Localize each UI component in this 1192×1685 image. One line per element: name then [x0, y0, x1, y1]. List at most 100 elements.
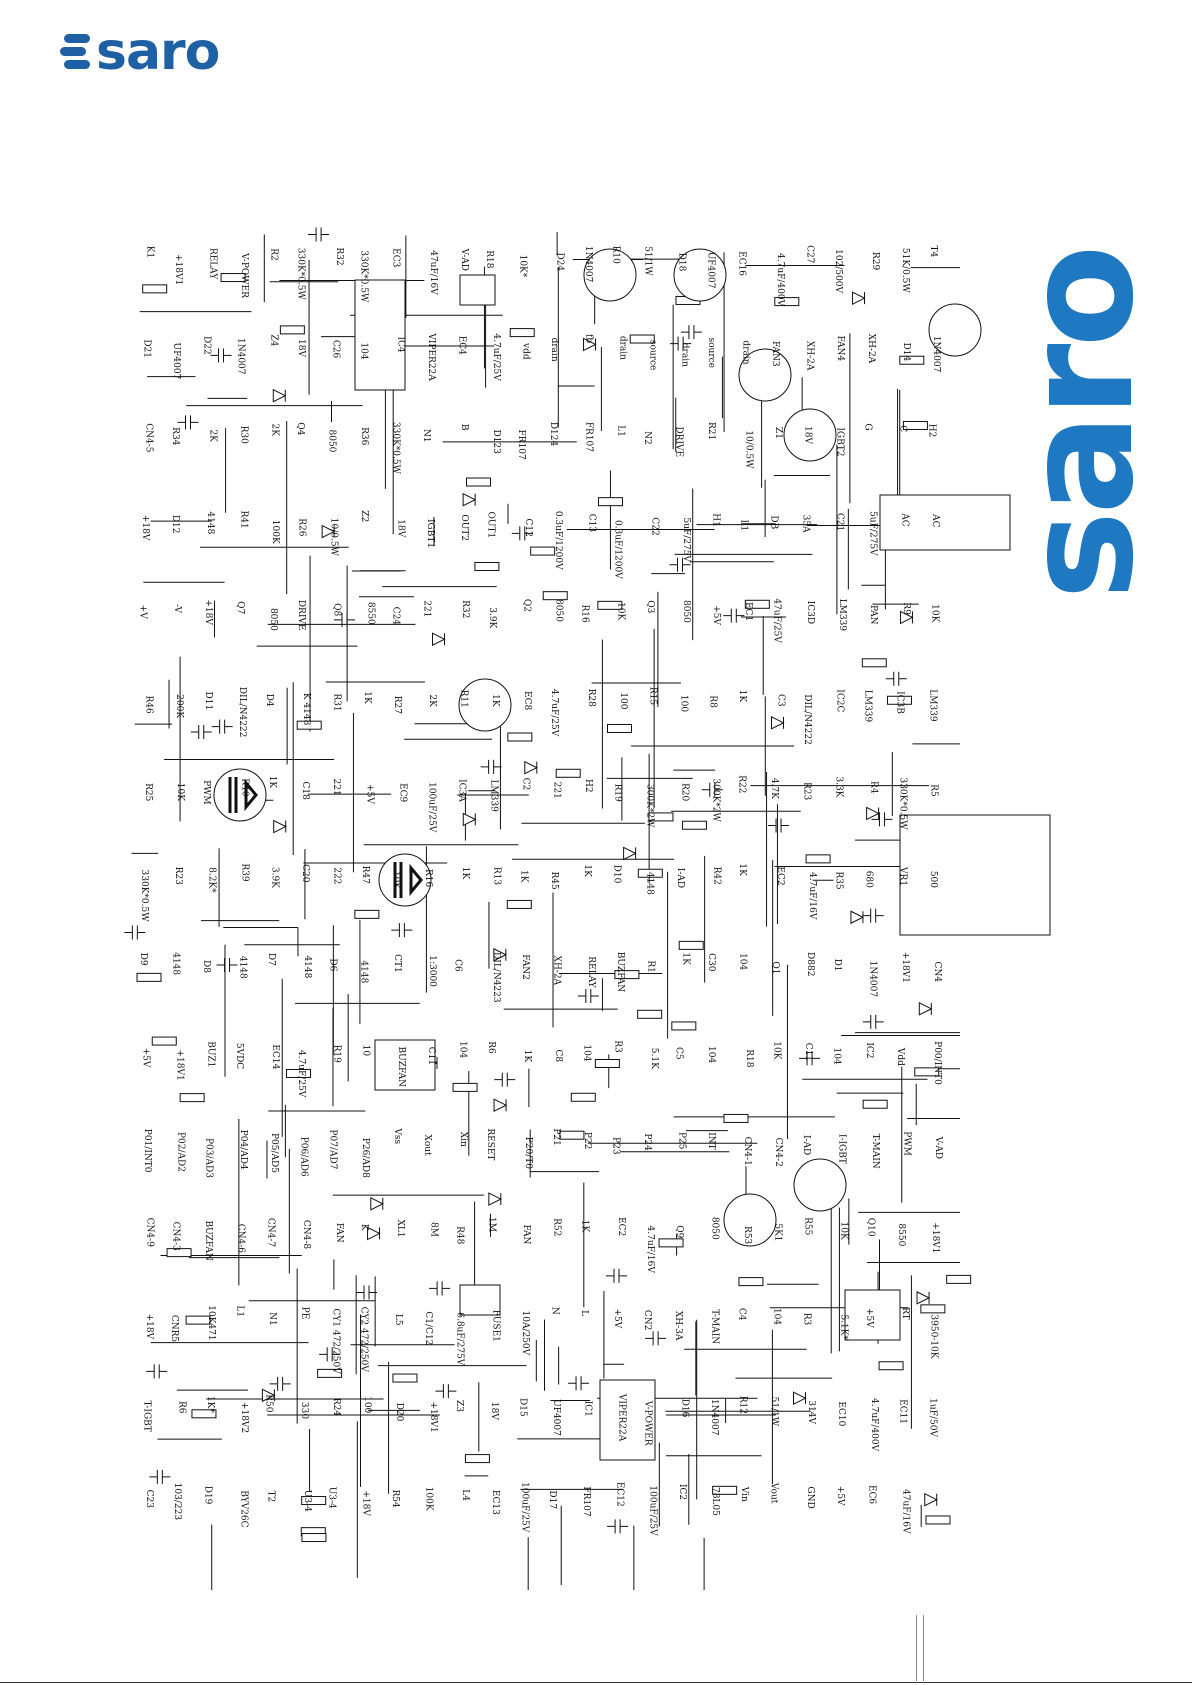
- diode-icon: [899, 610, 914, 625]
- schematic-label: RT: [900, 1307, 910, 1320]
- transistor-icon: [378, 853, 432, 907]
- diode-icon: [462, 492, 477, 507]
- capacitor-icon: [149, 1469, 171, 1484]
- capacitor-icon: [607, 1519, 629, 1534]
- schematic-label: 104: [831, 1048, 841, 1065]
- diode-icon: [493, 947, 507, 962]
- schematic-label: EC16: [736, 251, 746, 276]
- resistor-icon: [570, 1092, 596, 1102]
- schematic-label: DIL/N4222: [802, 694, 812, 745]
- schematic-label: CN2: [642, 1310, 652, 1331]
- transistor-icon: [458, 678, 512, 732]
- schematic-label: +5V: [711, 605, 721, 625]
- schematic-label: L: [579, 1310, 589, 1316]
- schematic-label: drain: [617, 336, 627, 360]
- resistor-icon: [925, 1515, 951, 1525]
- schematic-label: 330K*0.5W: [139, 870, 149, 923]
- schematic-label: CN4-3: [171, 1222, 181, 1252]
- schematic-label: C12: [523, 519, 533, 537]
- resistor-icon: [507, 732, 533, 742]
- schematic-label: P25: [676, 1132, 686, 1150]
- schematic-label: +18V1: [173, 254, 183, 285]
- schematic-label: R41: [238, 510, 248, 528]
- schematic-label: EC2: [775, 866, 785, 885]
- schematic-label: Q10: [865, 1218, 875, 1237]
- schematic-label: 8050: [681, 600, 691, 623]
- mcu-ic2: [899, 814, 1051, 936]
- diode-icon: [462, 812, 477, 827]
- schematic-label: EC4: [457, 336, 467, 355]
- schematic-label: +18V: [140, 515, 150, 541]
- schematic-label: P07/AD7: [328, 1129, 338, 1169]
- schematic-label: 100: [618, 692, 628, 709]
- schematic-label: RESET: [485, 1128, 495, 1160]
- resistor-icon: [629, 334, 655, 344]
- schematic-label: Q3: [645, 600, 655, 613]
- schematic-label: Vdd: [895, 1047, 905, 1066]
- schematic-label: R47: [360, 866, 370, 885]
- schematic-label: 1K: [737, 863, 747, 876]
- resistor-icon: [862, 1099, 888, 1109]
- transistor-icon: [793, 1158, 847, 1212]
- schematic-label: R31: [332, 693, 342, 711]
- schematic-label: U3-4: [302, 1490, 312, 1512]
- schematic-label: DIL/N4222: [237, 687, 247, 738]
- schematic-label: D11: [203, 692, 213, 711]
- capacitor-icon: [391, 923, 413, 938]
- schematic-label: 51/1W: [642, 246, 652, 276]
- schematic-label: FAN3: [770, 341, 780, 367]
- schematic-label: D16: [680, 1399, 690, 1418]
- schematic-label: IC3B: [895, 691, 905, 714]
- schematic-label: I-AD: [675, 868, 685, 888]
- schematic-label: drain: [680, 343, 690, 367]
- schematic-label: K 4148: [301, 693, 311, 726]
- schematic-label: 0.3uF/1200V: [553, 511, 563, 570]
- schematic-label: R6: [176, 1401, 186, 1414]
- schematic-label: 102/500V: [833, 249, 843, 293]
- diode-icon: [924, 1492, 938, 1507]
- schematic-label: 100: [362, 1396, 372, 1413]
- schematic-label: 4.7uF/25V: [296, 1050, 306, 1098]
- schematic-label: 8050: [554, 599, 564, 622]
- schematic-label: LM339: [928, 689, 938, 722]
- schematic-label: R21: [706, 422, 716, 440]
- schematic-label: UF4007: [551, 1399, 561, 1436]
- schematic-label: 4.7K: [769, 778, 779, 799]
- schematic-label: DB: [769, 515, 779, 529]
- schematic-label: +5V: [835, 1486, 845, 1506]
- capacitor-icon: [701, 782, 723, 797]
- schematic-label: D6: [327, 958, 337, 971]
- schematic-label: D24: [555, 252, 565, 271]
- schematic-label: CN4-7: [265, 1218, 275, 1248]
- resistor-icon: [191, 1409, 217, 1419]
- schematic-label: D20: [394, 1403, 404, 1422]
- schematic-label: H2: [583, 779, 593, 793]
- schematic-label: CN4-5: [144, 423, 154, 453]
- resistor-icon: [744, 599, 770, 609]
- schematic-label: R16: [423, 869, 433, 888]
- schematic-label: EC2: [616, 1217, 626, 1236]
- schematic-label: LM339: [488, 779, 498, 812]
- diode-icon: [273, 819, 287, 834]
- resistor-icon: [142, 284, 168, 294]
- igbt-icon: [228, 777, 258, 813]
- connector-cn4: [879, 494, 1011, 551]
- schematic-label: 1uF/50V: [927, 1398, 937, 1437]
- schematic-label: 222: [331, 867, 341, 884]
- schematic-label: K: [359, 1224, 369, 1231]
- schematic-label: 10A/250V: [520, 1310, 530, 1355]
- schematic-label: Vin: [739, 1486, 749, 1502]
- schematic-label: 330K*0.5W: [391, 422, 401, 475]
- capacitor-icon: [146, 1364, 168, 1379]
- schematic-label: XH-2A: [804, 341, 814, 371]
- schematic-label: I-IGBT: [837, 1134, 847, 1164]
- resistor-icon: [597, 600, 623, 610]
- resistor-icon: [658, 1238, 684, 1248]
- schematic-label: XH-2A: [866, 334, 876, 364]
- schematic-label: +18V1: [428, 1402, 438, 1433]
- resistor-icon: [594, 1058, 620, 1068]
- resistor-icon: [555, 768, 581, 778]
- resistor-icon: [559, 1130, 585, 1140]
- ic-viper22a-ic1: [599, 1379, 656, 1461]
